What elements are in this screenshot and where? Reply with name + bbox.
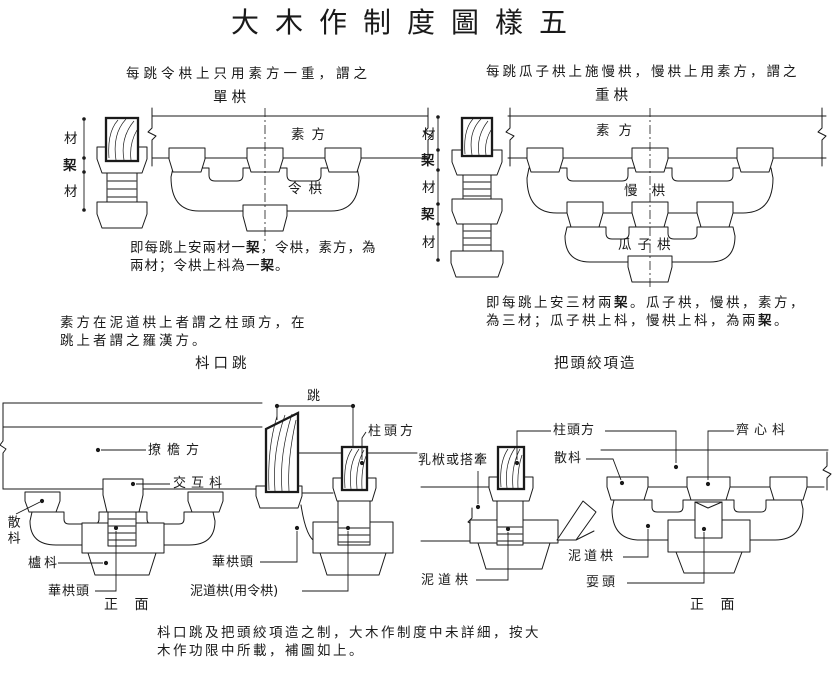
- note-seg: 即每跳上安三材兩: [486, 295, 614, 311]
- label-front-view-right: 正 面: [690, 597, 741, 613]
- label-sandou-right: 散枓: [554, 451, 583, 466]
- note-seg: ，令栱，素方，為: [260, 240, 377, 256]
- footnote-line1: 枓口跳及把頭絞項造之制，大木作制度中未詳細，按大: [157, 625, 541, 641]
- double-gong-note-line1: 即每跳上安三材兩栔。瓜子栱，慢栱，素方，: [486, 295, 806, 311]
- label-tiao-dimension: 跳: [307, 389, 321, 404]
- single-gong-note-line1: 即每跳上安兩材一栔，令栱，素方，為: [130, 240, 377, 256]
- label-zhutoufang-right: 柱頭方: [553, 423, 596, 438]
- dim-label-cai-2: 材: [64, 184, 78, 200]
- doukoutiao-side-drawing: [255, 403, 418, 592]
- note-seg: 。: [275, 258, 290, 274]
- double-gong-note-line2: 為三材；瓜子栱上枓，慢栱上枓，為兩栔。: [486, 313, 790, 329]
- label-sufang-single: 素方: [291, 127, 332, 143]
- dim-label-qi-1: 栔: [63, 158, 77, 174]
- label-jiaohudou: 交互枓: [173, 476, 228, 491]
- doukoutiao-heading: 枓口跳: [195, 356, 251, 372]
- dim-label-cai-4: 材: [422, 180, 436, 196]
- single-gong-note-line2: 兩材；令栱上枓為一栔。: [130, 258, 290, 274]
- dim-label-qi-3: 栔: [421, 207, 435, 223]
- double-gong-intro: 每跳瓜子栱上施慢栱，慢栱上用素方，謂之: [486, 64, 800, 80]
- note-seg: 為三材；瓜子栱上枓，慢栱上枓，為兩: [486, 313, 758, 329]
- note-seg-bold: 栔: [246, 240, 261, 256]
- dim-label-cai-3: 材: [422, 127, 436, 143]
- note-seg-bold: 栔: [260, 258, 275, 274]
- label-zhutoufang-mid: 柱頭方: [368, 424, 417, 439]
- dim-label-qi-2: 栔: [421, 153, 435, 169]
- batou-heading: 把頭絞項造: [554, 356, 637, 372]
- batou-front-drawing: [586, 430, 832, 584]
- label-sufang-double: 素方: [596, 123, 641, 139]
- dim-label-cai-5: 材: [422, 235, 436, 251]
- fang-note-line1: 素方在泥道栱上者謂之柱頭方，在: [60, 315, 308, 331]
- label-front-view-left: 正 面: [104, 597, 155, 613]
- note-seg: 兩材；令栱上枓為一: [130, 258, 261, 274]
- single-gong-intro: 每跳令栱上只用素方一重，謂之: [126, 66, 371, 82]
- label-nidaogong-doukoutiao: 泥道栱(用令栱): [190, 584, 279, 599]
- label-qixindou: 齊心枓: [736, 423, 791, 438]
- doukoutiao-front-drawing: [0, 402, 263, 592]
- label-linggong: 令栱: [288, 181, 329, 197]
- note-seg-bold: 栔: [758, 313, 774, 329]
- double-gong-drawing: [436, 107, 827, 290]
- label-rufu: 乳栿或搭牽: [418, 453, 489, 468]
- single-gong-drawing: [82, 107, 433, 243]
- label-huagongtou-side: 華栱頭: [212, 555, 255, 570]
- note-seg: 即每跳上安兩材一: [130, 240, 246, 256]
- label-ludou: 櫨枓: [28, 556, 61, 571]
- note-seg: 。: [774, 313, 790, 329]
- label-nidaogong-front: 泥道栱: [568, 549, 617, 564]
- sheet-title: 大木作制度圖樣五: [231, 6, 584, 39]
- batou-side-drawing: [420, 430, 597, 581]
- dim-label-cai-1: 材: [64, 131, 78, 147]
- note-seg: 。瓜子栱，慢栱，素方，: [630, 295, 806, 311]
- note-seg-bold: 栔: [614, 295, 630, 311]
- double-gong-heading: 重栱: [595, 88, 632, 104]
- single-gong-heading: 單栱: [213, 90, 250, 106]
- label-huagongtou-front: 華栱頭: [48, 584, 91, 599]
- label-mangong: 慢栱: [624, 183, 679, 199]
- label-sandou-left: 散枓: [4, 515, 20, 547]
- label-liaoyanfang: 撩檐方: [148, 443, 206, 458]
- footnote-line2: 木作功限中所載，補圖如上。: [157, 643, 365, 659]
- label-shuatou: 耍頭: [586, 575, 619, 590]
- fang-note-line2: 跳上者謂之羅漢方。: [60, 333, 209, 349]
- label-guazigong: 瓜子栱: [618, 237, 677, 253]
- label-nidaogong-side: 泥道栱: [421, 573, 473, 588]
